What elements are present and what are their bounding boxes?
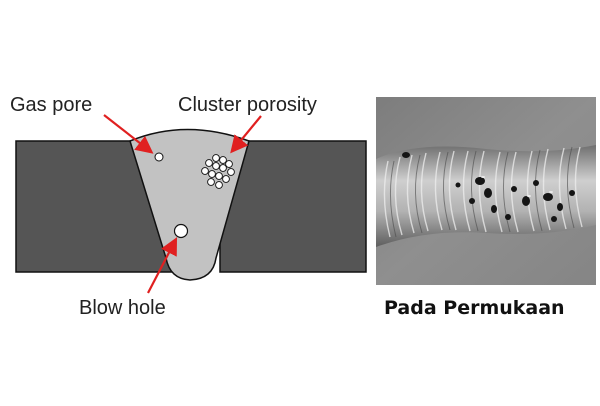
photo-caption: Pada Permukaan: [384, 297, 565, 319]
surface-pores: [402, 152, 575, 222]
weld-surface-photo: [376, 97, 596, 285]
gas-pore-arrow: [103, 114, 154, 154]
blow-hole-label: Blow hole: [79, 297, 166, 319]
blow-hole-arrow: [147, 237, 178, 294]
blow-hole: [173, 223, 189, 239]
cluster-porosity: [201, 154, 235, 189]
cluster-porosity-label: Cluster porosity: [178, 94, 317, 116]
gas-pore: [154, 152, 164, 162]
cluster-porosity-arrow: [230, 115, 262, 154]
weld-ripples: [383, 146, 583, 238]
gas-pore-label: Gas pore: [10, 94, 93, 116]
base-metal-right: [219, 140, 367, 273]
